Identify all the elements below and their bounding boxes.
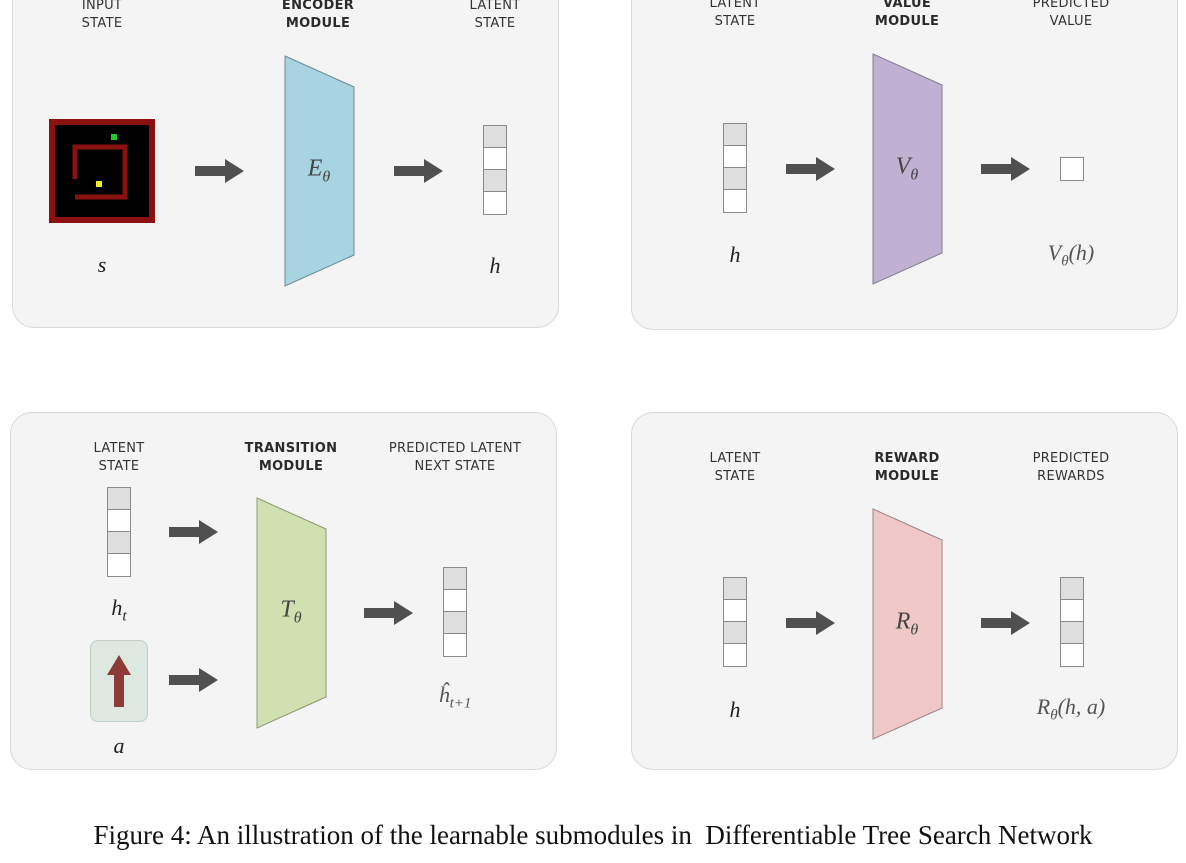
reward-output-symbol: Rθ(h, a) bbox=[1036, 694, 1106, 724]
value-module-symbol: Vθ bbox=[895, 153, 919, 184]
transition-module-shape bbox=[256, 497, 327, 729]
encoder-input-symbol: s bbox=[97, 252, 107, 277]
reward-predicted-vector bbox=[1060, 577, 1084, 667]
reward-arrow-in bbox=[786, 611, 835, 635]
value-arrow-out bbox=[981, 157, 1030, 181]
value-scalar-box bbox=[1060, 157, 1084, 181]
reward-input-symbol: h bbox=[729, 697, 741, 722]
value-module-shape bbox=[872, 53, 943, 285]
reward-input-header: LATENT STATE bbox=[709, 451, 761, 484]
transition-arrow-out bbox=[364, 601, 413, 625]
encoder-output-header: LATENT STATE bbox=[469, 0, 521, 31]
transition-input-header: LATENT STATE bbox=[93, 441, 145, 474]
reward-latent-vector bbox=[723, 577, 747, 667]
value-arrow-in bbox=[786, 157, 835, 181]
transition-latent-vector bbox=[107, 487, 131, 577]
transition-input-symbol: ht bbox=[111, 595, 127, 625]
encoder-module-shape bbox=[284, 55, 355, 287]
encoder-output-symbol: h bbox=[489, 253, 501, 278]
encoder-input-header: INPUT STATE bbox=[81, 0, 123, 31]
reward-module-symbol: Rθ bbox=[895, 608, 919, 639]
encoder-module-symbol: Eθ bbox=[307, 155, 331, 186]
maze-state-image bbox=[49, 119, 155, 223]
value-input-symbol: h bbox=[729, 242, 741, 267]
value-module-header: VALUE MODULE bbox=[874, 0, 940, 29]
encoder-arrow-out bbox=[394, 159, 443, 183]
transition-module-header: TRANSITION MODULE bbox=[244, 441, 338, 474]
transition-output-header: PREDICTED LATENT NEXT STATE bbox=[388, 441, 522, 474]
encoder-arrow-in bbox=[195, 159, 244, 183]
value-output-symbol: Vθ(h) bbox=[1047, 240, 1095, 270]
figure-caption: Figure 4: An illustration of the learnab… bbox=[93, 820, 1093, 850]
transition-arrow-action-in bbox=[169, 668, 218, 692]
transition-module-symbol: Tθ bbox=[280, 596, 302, 627]
value-latent-vector bbox=[723, 123, 747, 213]
reward-output-header: PREDICTED REWARDS bbox=[1032, 451, 1110, 484]
transition-output-symbol: ĥt+1 bbox=[438, 682, 472, 712]
value-input-header: LATENT STATE bbox=[709, 0, 761, 29]
value-output-header: PREDICTED VALUE bbox=[1032, 0, 1110, 29]
up-arrow-icon bbox=[107, 655, 131, 707]
reward-module-header: REWARD MODULE bbox=[874, 451, 940, 484]
transition-action-symbol: a bbox=[113, 733, 125, 758]
action-tile bbox=[90, 640, 148, 722]
reward-module-shape bbox=[872, 508, 943, 740]
encoder-latent-vector bbox=[483, 125, 507, 215]
transition-arrow-latent-in bbox=[169, 520, 218, 544]
transition-predicted-vector bbox=[443, 567, 467, 657]
reward-arrow-out bbox=[981, 611, 1030, 635]
encoder-module-header: ENCODER MODULE bbox=[281, 0, 355, 31]
